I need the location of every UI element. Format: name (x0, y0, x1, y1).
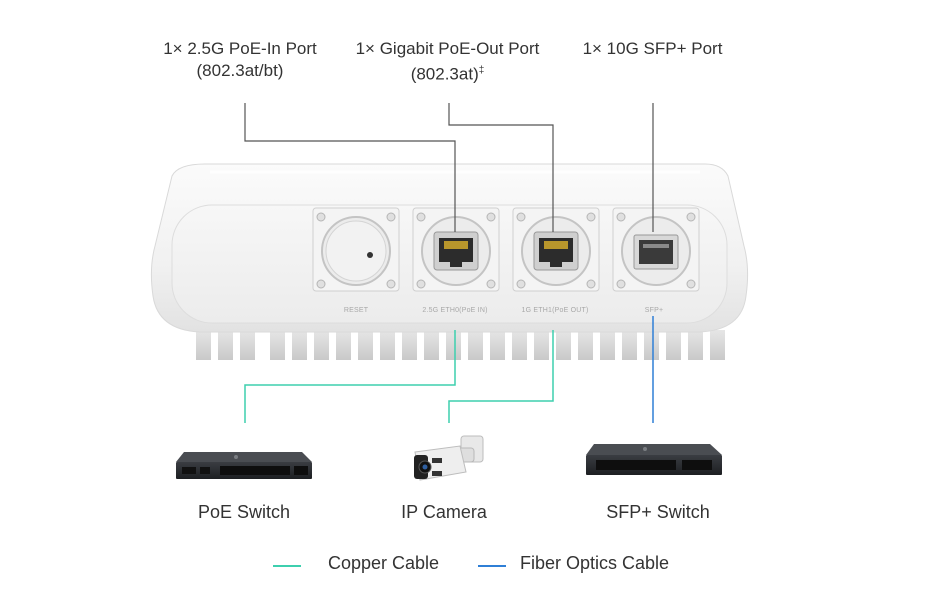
legend-fiber-swatch (478, 565, 506, 567)
label-poe-in-line1: 1× 2.5G PoE-In Port (163, 39, 317, 58)
ip-camera-device (414, 435, 484, 481)
copper-cable-poe-switch (244, 330, 456, 423)
label-poe-out-line2: (802.3at) (410, 64, 479, 84)
port-bay-reset (312, 207, 400, 292)
port-bay-sfp (612, 207, 700, 292)
label-sfp-line1: 1× 10G SFP+ Port (582, 39, 723, 58)
panel-label-eth1: 1G ETH1(PoE OUT) (522, 307, 589, 314)
label-poe-in-line2: (802.3at/bt) (196, 61, 284, 80)
legend-copper: Copper Cable (273, 552, 453, 576)
callout-line-poe-out (448, 103, 554, 232)
label-poe-switch: PoE Switch (197, 502, 291, 522)
label-poe-out-port: 1× Gigabit PoE-Out Port (802.3at)‡ (340, 38, 555, 86)
poe-switch-device (176, 452, 312, 479)
legend-fiber: Fiber Optics Cable (478, 552, 688, 576)
sfp-switch-device (586, 444, 722, 475)
panel-label-reset: RESET (344, 307, 369, 314)
label-ip-camera: IP Camera (401, 502, 487, 522)
label-poe-in-port: 1× 2.5G PoE-In Port (802.3at/bt) (140, 38, 340, 82)
label-sfp-port: 1× 10G SFP+ Port (570, 38, 735, 60)
copper-cable-ip-camera (448, 330, 554, 423)
label-sfp-switch: SFP+ Switch (606, 502, 710, 522)
port-bay-eth0 (412, 207, 500, 292)
footnote-marker: ‡ (478, 65, 485, 76)
label-poe-out-line1: 1× Gigabit PoE-Out Port (355, 39, 540, 58)
legend-copper-label: Copper Cable (328, 553, 440, 573)
panel-label-eth0: 2.5G ETH0(PoE IN) (422, 307, 487, 314)
heatsink-fins (196, 330, 725, 360)
port-bay-eth1 (512, 207, 600, 292)
panel-label-sfp: SFP+ (645, 307, 664, 314)
legend-fiber-label: Fiber Optics Cable (520, 553, 670, 573)
callout-line-poe-in (244, 103, 456, 232)
legend-copper-swatch (273, 565, 301, 567)
